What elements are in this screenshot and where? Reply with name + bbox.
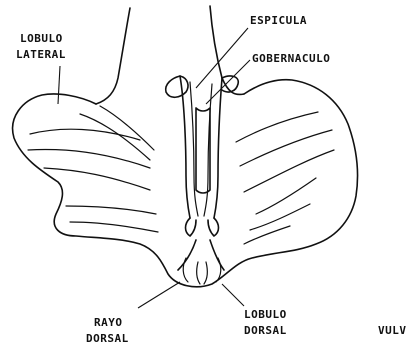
ray-left-3 <box>44 168 150 190</box>
ray-right-4 <box>256 178 316 214</box>
label-lobulo-lateral-line2: LATERAL <box>16 48 66 61</box>
label-lobulo-dorsal-line1: LOBULO <box>244 308 287 321</box>
leader-rayo-dorsal <box>138 282 180 308</box>
spicule-head-left <box>166 76 188 97</box>
dorsal-lobe-inner-left <box>197 262 200 284</box>
spicule-tip-right <box>208 218 219 236</box>
label-lobulo-dorsal-line2: DORSAL <box>244 324 287 337</box>
label-espicula: ESPICULA <box>250 14 307 27</box>
label-gobernaculo: GOBERNACULO <box>252 52 330 65</box>
leader-lobulo-lateral <box>58 66 60 104</box>
ray-left-6 <box>66 206 156 214</box>
label-rayo-dorsal-line1: RAYO <box>94 316 123 329</box>
label-rayo-dorsal-line2: DORSAL <box>86 332 129 345</box>
ray-right-3 <box>244 150 334 192</box>
ray-right-5 <box>250 204 310 230</box>
ray-right-6 <box>244 226 290 244</box>
ray-right-2 <box>240 130 332 166</box>
spicule-right <box>214 78 222 218</box>
ray-left-2 <box>28 150 150 168</box>
leader-gobernaculo <box>206 60 250 104</box>
dorsal-ray <box>178 240 224 270</box>
leader-lobulo-dorsal <box>222 284 244 306</box>
ray-left-7 <box>70 222 158 232</box>
bursa-outline <box>13 80 358 287</box>
body-stem-left <box>96 8 130 104</box>
label-vulva-partial: VULV <box>378 324 407 337</box>
dorsal-lobe-inner-right <box>204 262 207 284</box>
label-lobulo-lateral-line1: LOBULO <box>20 32 63 45</box>
spicule-tip-left <box>186 218 197 236</box>
spicule-left <box>180 76 190 218</box>
